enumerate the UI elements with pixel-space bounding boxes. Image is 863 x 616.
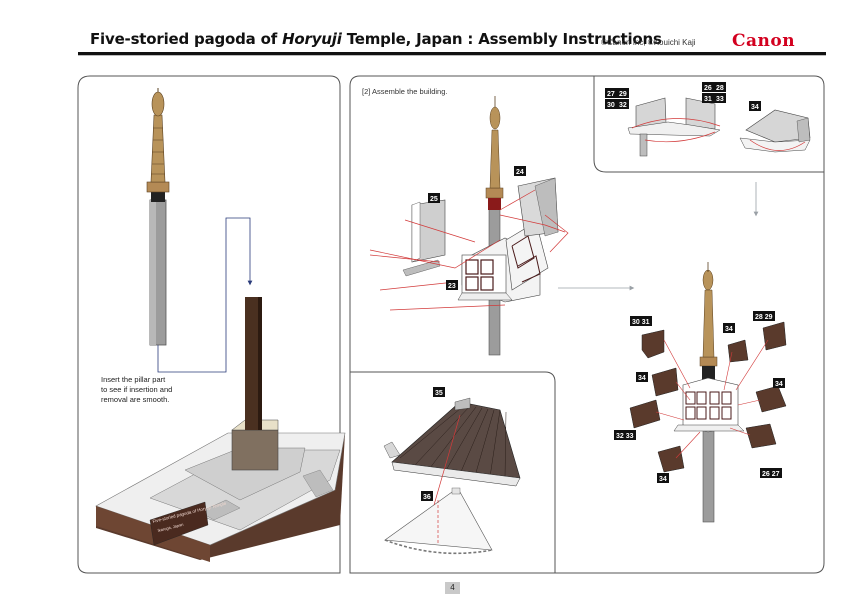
part-label-24: 24 (514, 166, 526, 176)
part-label-34-detail: 34 (749, 101, 761, 111)
svg-text:36: 36 (423, 494, 431, 501)
detail-corner-b (740, 110, 810, 152)
roof-assembly (384, 398, 520, 553)
svg-text:30: 30 (607, 102, 615, 109)
svg-text:31: 31 (704, 96, 712, 103)
svg-text:34: 34 (725, 326, 733, 333)
exploded-label-34-d: 34 (657, 473, 669, 483)
part-label-23: 23 (446, 280, 458, 290)
insert-instruction: Insert the pillar part to see if inserti… (101, 375, 211, 405)
exploded-label-28-29: 28 29 (753, 311, 775, 321)
svg-text:34: 34 (775, 381, 783, 388)
exploded-label-30-31: 30 31 (630, 316, 652, 326)
svg-text:27: 27 (607, 91, 615, 98)
part-label-29: 29 (617, 88, 629, 98)
svg-text:30 31: 30 31 (632, 319, 650, 326)
part-label-31: 31 (702, 93, 714, 103)
stage-instruction: [2] Assemble the building. (362, 87, 447, 96)
svg-text:29: 29 (619, 91, 627, 98)
detail-corner-a (628, 98, 720, 156)
insert-instruction-line: removal are smooth. (101, 395, 211, 405)
insert-arrow (158, 218, 250, 372)
pillar-part (147, 88, 169, 345)
part-label-27: 27 (605, 88, 617, 98)
svg-text:25: 25 (430, 196, 438, 203)
svg-text:23: 23 (448, 283, 456, 290)
svg-text:33: 33 (716, 96, 724, 103)
svg-text:24: 24 (516, 169, 524, 176)
part-label-30: 30 (605, 99, 617, 109)
exploded-label-34-b: 34 (636, 372, 648, 382)
svg-text:34: 34 (751, 104, 759, 111)
svg-text:35: 35 (435, 390, 443, 397)
part-label-26: 26 (702, 82, 714, 92)
part-label-28: 28 (714, 82, 726, 92)
part-label-35: 35 (433, 387, 445, 397)
svg-text:32 33: 32 33 (616, 433, 634, 440)
svg-text:34: 34 (638, 375, 646, 382)
part-label-33: 33 (714, 93, 726, 103)
part-label-25: 25 (428, 193, 440, 203)
svg-text:26: 26 (704, 85, 712, 92)
part-label-32: 32 (617, 99, 629, 109)
svg-text:32: 32 (619, 102, 627, 109)
svg-text:26 27: 26 27 (762, 471, 780, 478)
exploded-pagoda (674, 262, 744, 522)
exploded-label-34-c: 34 (773, 378, 785, 388)
pagoda-base: Five-storied pagoda of Horyuji Temple Ik… (96, 297, 345, 562)
svg-text:34: 34 (659, 476, 667, 483)
page-number: 4 (445, 582, 460, 594)
svg-text:28 29: 28 29 (755, 314, 773, 321)
exploded-label-32-33: 32 33 (614, 430, 636, 440)
insert-instruction-line: to see if insertion and (101, 385, 211, 395)
svg-text:28: 28 (716, 85, 724, 92)
insert-instruction-line: Insert the pillar part (101, 375, 211, 385)
exploded-label-34-a: 34 (723, 323, 735, 333)
center-assembly (403, 96, 558, 355)
exploded-label-26-27: 26 27 (760, 468, 782, 478)
part-label-36: 36 (421, 491, 433, 501)
